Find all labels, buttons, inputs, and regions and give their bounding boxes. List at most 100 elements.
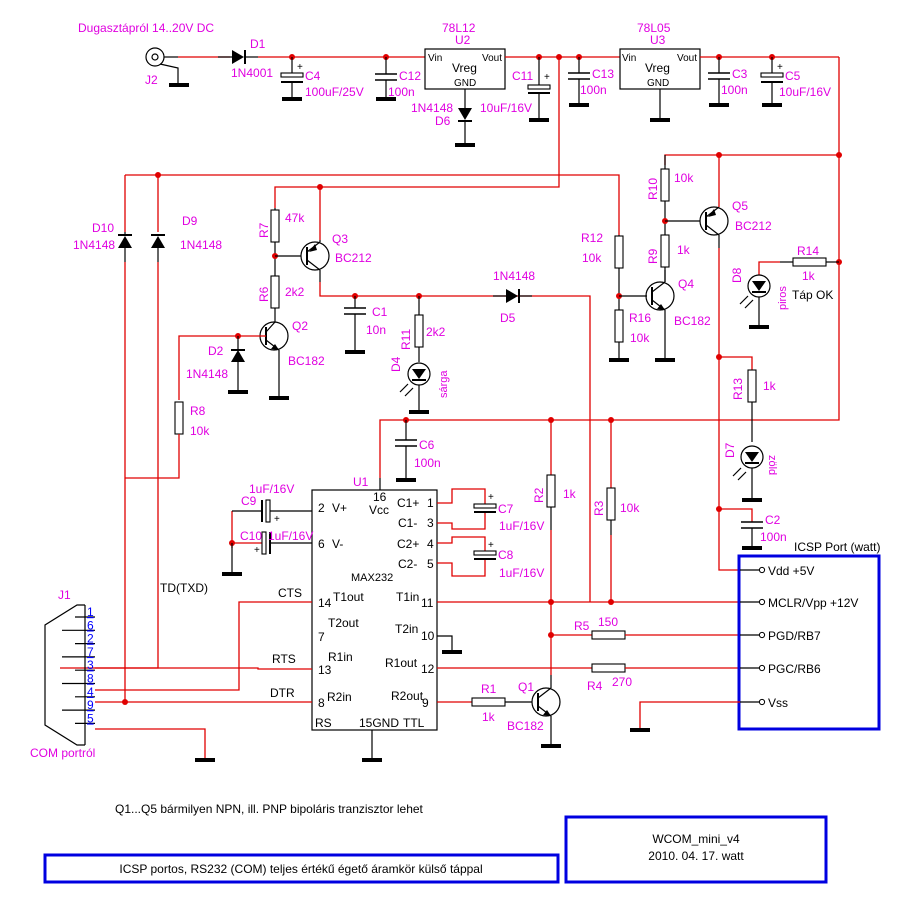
svg-text:R12: R12 [581, 231, 603, 245]
svg-text:Q1: Q1 [518, 680, 534, 694]
svg-text:GND: GND [647, 78, 669, 89]
svg-text:Q5: Q5 [732, 199, 748, 213]
svg-text:78L12: 78L12 [442, 21, 476, 35]
svg-text:U2: U2 [455, 33, 471, 47]
capacitor-c3: C3 100n [708, 57, 748, 107]
svg-text:9: 9 [422, 696, 429, 710]
svg-text:1N4148: 1N4148 [411, 101, 453, 115]
diode-d9: D9 1N4148 [60, 175, 222, 669]
svg-text:R1: R1 [481, 682, 497, 696]
svg-text:R1out: R1out [385, 656, 418, 670]
svg-text:Vin: Vin [622, 53, 636, 64]
svg-text:C4: C4 [305, 69, 321, 83]
svg-text:T1out: T1out [333, 590, 364, 604]
svg-text:10: 10 [421, 629, 435, 643]
svg-text:C12: C12 [399, 69, 421, 83]
svg-text:7: 7 [318, 630, 325, 644]
resistor-r4: R4 270 [437, 663, 740, 693]
svg-text:+: + [274, 514, 280, 525]
svg-text:D8: D8 [730, 267, 744, 283]
svg-text:1: 1 [427, 496, 434, 510]
svg-text:12: 12 [421, 662, 435, 676]
svg-text:R14: R14 [797, 244, 819, 258]
transistor-q3: Q3 BC212 [275, 232, 372, 282]
icsp-pin-label: MCLR/Vpp +12V [768, 596, 858, 610]
transistor-q2: Q2 BC182 [259, 319, 325, 400]
svg-text:+: + [544, 72, 550, 83]
j1-pin-number: 7 [87, 645, 94, 659]
svg-text:Q2: Q2 [292, 319, 308, 333]
svg-text:+: + [488, 492, 494, 503]
capacitor-c2: C2 100n [719, 508, 787, 550]
svg-text:RS: RS [315, 716, 332, 730]
svg-text:C1+: C1+ [397, 496, 419, 510]
svg-text:Táp OK: Táp OK [792, 288, 833, 302]
svg-text:10k: 10k [674, 171, 694, 185]
project-date: 2010. 04. 17. watt [648, 849, 744, 863]
svg-text:Q4: Q4 [678, 277, 694, 291]
svg-text:2k2: 2k2 [426, 325, 446, 339]
ic-u1-max232: U1 16 Vcc MAX232 2 V+ 6 V- 14 T1out 7 T2… [311, 475, 438, 762]
svg-text:T2in: T2in [395, 622, 418, 636]
svg-text:150: 150 [598, 615, 618, 629]
svg-text:V+: V+ [332, 501, 347, 515]
svg-text:BC182: BC182 [674, 314, 711, 328]
svg-text:sárga: sárga [438, 370, 450, 398]
icsp-pin-label: Vdd +5V [768, 564, 814, 578]
svg-text:+: + [777, 62, 783, 73]
icsp-pin-terminal [758, 598, 766, 606]
resistor-r1: R1 1k [437, 682, 532, 724]
svg-text:1k: 1k [802, 269, 816, 283]
svg-text:C5: C5 [785, 69, 801, 83]
svg-text:D4: D4 [389, 356, 403, 372]
svg-text:R16: R16 [629, 311, 651, 325]
resistor-r16: R16 10k [609, 309, 651, 362]
svg-text:78L05: 78L05 [637, 21, 671, 35]
svg-text:+: + [254, 545, 260, 556]
capacitor-c9: + 1uF/16V C9 [231, 482, 312, 548]
svg-text:100uF/25V: 100uF/25V [305, 85, 364, 99]
svg-text:R4: R4 [587, 679, 603, 693]
power-input-label: Dugasztápról 14..20V DC [78, 21, 214, 35]
svg-text:10uF/16V: 10uF/16V [480, 101, 532, 115]
j1-pin-number: 3 [87, 658, 94, 672]
svg-text:D9: D9 [182, 214, 198, 228]
resistor-r5: R5 150 [551, 615, 740, 640]
resistor-r13: 1k R13 [731, 369, 777, 442]
transistor-note: Q1...Q5 bármilyen NPN, ill. PNP bipolári… [115, 802, 424, 816]
svg-text:270: 270 [612, 675, 632, 689]
icsp-title: ICSP Port (watt) [794, 540, 880, 554]
txd-label: TD(TXD) [160, 581, 208, 595]
svg-text:GND: GND [454, 78, 476, 89]
svg-text:100n: 100n [760, 530, 787, 544]
svg-text:U3: U3 [650, 33, 666, 47]
svg-text:1N4148: 1N4148 [186, 367, 228, 381]
svg-text:+: + [297, 62, 303, 73]
svg-text:1N4148: 1N4148 [180, 238, 222, 252]
svg-text:16: 16 [373, 490, 387, 504]
svg-text:1k: 1k [677, 243, 691, 257]
j1-pin-number: 2 [87, 632, 94, 646]
svg-text:R2in: R2in [327, 690, 352, 704]
led-d7: D7 zöld [723, 442, 778, 502]
svg-text:Vout: Vout [677, 53, 697, 64]
capacitor-c11: + C11 10uF/16V [480, 57, 551, 122]
svg-text:C6: C6 [419, 438, 435, 452]
svg-text:D2: D2 [208, 344, 224, 358]
j1-pin-number: 9 [87, 698, 94, 712]
icsp-pin-terminal [758, 698, 766, 706]
capacitor-c7: + C7 1uF/16V [437, 488, 544, 533]
svg-text:D1: D1 [250, 37, 266, 51]
regulator-u3: Vin Vreg GND Vout 78L05 U3 [619, 21, 701, 122]
svg-text:15GND: 15GND [359, 716, 399, 730]
svg-text:R11: R11 [399, 329, 413, 350]
svg-text:R7: R7 [257, 222, 271, 238]
svg-text:R8: R8 [190, 404, 206, 418]
svg-text:MAX232: MAX232 [351, 572, 393, 584]
title-block-frame [564, 815, 828, 884]
cts-label: CTS [278, 586, 302, 600]
svg-text:D10: D10 [92, 221, 114, 235]
svg-text:R13: R13 [731, 378, 745, 400]
svg-text:BC182: BC182 [288, 354, 325, 368]
